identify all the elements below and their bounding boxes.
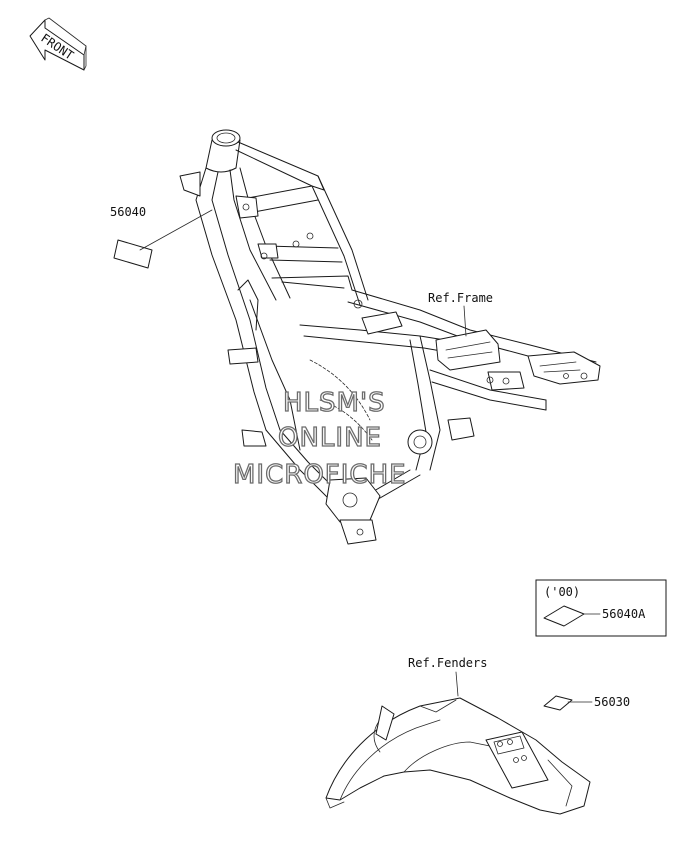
year-box-border: [535, 579, 667, 637]
callout-ref-fenders[interactable]: Ref.Fenders: [408, 656, 487, 670]
watermark-line3: MICROFICHE: [233, 460, 407, 490]
sticker-56030-icon: [543, 695, 573, 711]
watermark: HLSM'S ONLINE MICROFICHE: [232, 387, 407, 490]
leader-56040: [139, 209, 213, 251]
ref-fenders: Ref.Fenders: [408, 656, 487, 697]
ref-frame: Ref.Frame: [428, 291, 493, 337]
callout-56040[interactable]: 56040: [110, 205, 146, 219]
callout-56040a[interactable]: 56040A: [602, 607, 646, 621]
year-box-label: ('00): [544, 585, 580, 599]
leader-ref-frame: [463, 305, 467, 337]
year-00-box: ('00) 56040A: [535, 579, 667, 637]
sticker-56040-icon: [113, 239, 153, 269]
leader-ref-fenders: [455, 671, 459, 697]
part-56040: 56040: [110, 205, 213, 269]
frame-drawing: [179, 129, 601, 545]
watermark-line1: HLSM'S: [283, 388, 386, 418]
part-56030: 56030: [543, 695, 630, 711]
sticker-56040a-icon: [543, 605, 585, 627]
watermark-line2: ONLINE: [278, 423, 382, 453]
callout-ref-frame[interactable]: Ref.Frame: [428, 291, 493, 305]
rear-fender-drawing: [325, 697, 591, 815]
front-arrow: FRONT: [29, 17, 87, 71]
callout-56030[interactable]: 56030: [594, 695, 630, 709]
